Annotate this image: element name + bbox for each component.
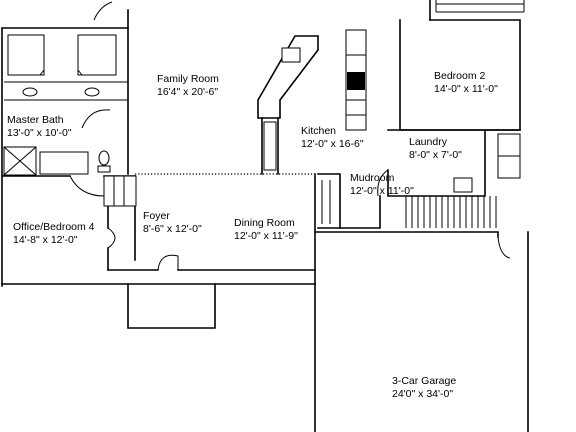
bath-door-arc <box>81 109 111 129</box>
mudroom-name: Mudroom <box>350 172 395 184</box>
bedroom2-size: 14'-0" x 11'-0" <box>434 83 498 95</box>
mudroom-size: 12'-0" x 11'-0" <box>350 185 414 197</box>
doors <box>69 1 511 271</box>
office-name: Office/Bedroom 4 <box>13 221 95 233</box>
foyer-name: Foyer <box>143 210 170 222</box>
sink-right <box>84 87 100 97</box>
foyer-closet-lines <box>113 176 125 206</box>
kitchen-fixtures <box>257 29 367 171</box>
garage-steps <box>405 196 497 228</box>
garage-walls <box>314 231 529 432</box>
closet-left <box>7 34 45 76</box>
washer <box>497 133 521 157</box>
dryer <box>497 155 521 179</box>
mudroom-door-arc <box>377 169 389 197</box>
mudroom-bench <box>321 180 331 224</box>
closet-doors <box>8 69 116 76</box>
garage-door-arc <box>497 236 511 259</box>
garage-name: 3-Car Garage <box>392 375 456 387</box>
front-door-arc <box>157 254 179 271</box>
foyer-closet <box>103 175 137 207</box>
dining-room-size: 12'-0" x 11'-9" <box>234 230 298 242</box>
kitchen-sink <box>281 47 301 63</box>
entry-porch <box>127 283 216 329</box>
family-room-size: 16'4" x 20'-6" <box>157 86 218 98</box>
master-bath-fixtures <box>3 34 128 176</box>
laundry-sink <box>453 177 473 193</box>
kitchen-name: Kitchen <box>301 125 336 137</box>
garage-size: 24'0" x 34'-0" <box>392 388 453 400</box>
dining-room-name: Dining Room <box>234 217 295 229</box>
bedroom2-name: Bedroom 2 <box>434 70 486 82</box>
top-door-arc <box>93 1 113 21</box>
mudroom-top-wall <box>317 173 341 229</box>
counter-right-segments <box>346 54 366 116</box>
room-labels: Master Bath 13'-0" x 10'-0" Family Room … <box>7 70 498 400</box>
mudroom-front-wall <box>339 169 389 229</box>
toilet-tank <box>97 165 111 173</box>
kitchen-island <box>257 35 319 119</box>
closet-right <box>77 34 117 76</box>
office-closet-door <box>69 175 105 197</box>
master-bath-name: Master Bath <box>7 114 64 126</box>
office-size: 14'-8" x 12'-0" <box>13 234 78 246</box>
foyer-size: 8'-6" x 12'-0" <box>143 223 202 235</box>
master-bath-size: 13'-0" x 10'-0" <box>7 127 72 139</box>
shower-x <box>3 146 37 176</box>
laundry-fixtures <box>321 0 525 228</box>
tub <box>39 151 89 175</box>
range <box>347 72 365 90</box>
office-door-arc <box>107 227 116 249</box>
bedroom2-stairs <box>435 0 525 13</box>
laundry-name: Laundry <box>409 136 448 148</box>
toilet <box>98 150 110 166</box>
kitchen-size: 12'-0" x 16-6" <box>301 138 364 150</box>
laundry-size: 8'-0" x 7'-0" <box>409 149 462 161</box>
family-room-name: Family Room <box>157 73 219 85</box>
vanity-counter <box>4 81 128 101</box>
fridge <box>263 121 277 171</box>
family-room-divider <box>261 117 279 175</box>
sink-left <box>22 87 38 97</box>
